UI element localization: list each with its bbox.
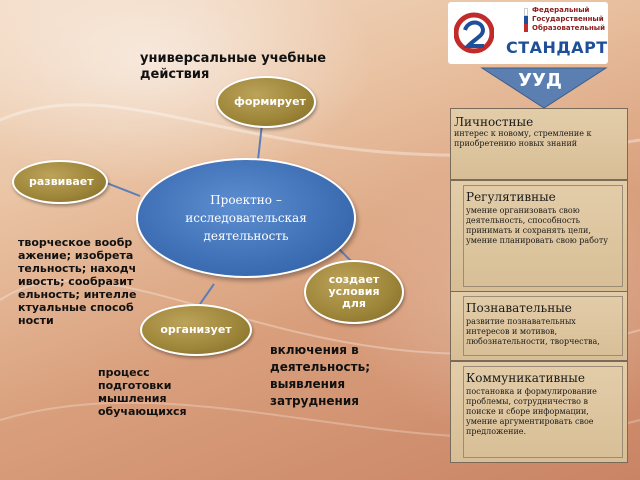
panel-text: интерес к новому, стремление к приобрете… [454,129,592,148]
panel-personal: Личностные интерес к новому, стремление … [450,108,628,180]
panel-communicative: Коммуникативные постановка и формулирова… [450,361,628,463]
organizes-label: организует [160,323,232,336]
process-text: процесс подготовки мышления обучающихся [98,366,187,418]
panel-title: Регулятивные [466,190,556,204]
panel-inner: Регулятивные умение организовать свою де… [463,185,623,287]
panel-text: постановка и формулирование проблемы, со… [466,387,597,436]
develops-node: развивает [12,160,108,204]
panel-inner: Коммуникативные постановка и формулирова… [463,366,623,458]
forms-label: формирует [234,95,306,108]
panel-title: Познавательные [466,301,572,315]
russian-flag-icon [524,8,528,34]
uud-label: УУД [518,70,562,91]
panel-regulatory: Регулятивные умение организовать свою де… [450,180,628,292]
develops-label: развивает [29,175,94,188]
panel-inner: Познавательные развитие познавательных и… [463,296,623,356]
logo-line: Образовательный [532,24,606,32]
inclusion-text: включения в деятельность; выявления затр… [270,343,370,408]
creates-conditions-label: создает условия для [328,273,380,310]
creates-conditions-node: создает условия для [304,260,404,324]
project-research-node: Проектно – исследовательская деятельност… [136,158,356,278]
forms-node: формирует [216,76,316,128]
page-heading: универсальные учебные действия [140,51,327,82]
logo-caption: Федеральный Государственный Образователь… [526,6,605,33]
panel-text: умение организовать свою деятельность, с… [466,206,608,245]
standard-emblem-icon [454,12,494,54]
logo-line: Государственный [532,15,604,23]
panel-title: Коммуникативные [466,371,585,385]
panel-title: Личностные [454,115,534,129]
logo-line: Федеральный [532,6,590,14]
panel-cognitive: Познавательные развитие познавательных и… [450,291,628,361]
uud-arrow-icon [480,67,608,109]
logo-word: СТАНДАРТ [506,38,608,57]
qualities-text: творческое воображение; изобретательност… [18,236,137,327]
organizes-node: организует [140,304,252,356]
panel-text: развитие познавательных интересов и моти… [466,317,600,346]
center-label: Проектно – исследовательская деятельност… [185,193,307,243]
standard-logo: Федеральный Государственный Образователь… [448,2,608,64]
